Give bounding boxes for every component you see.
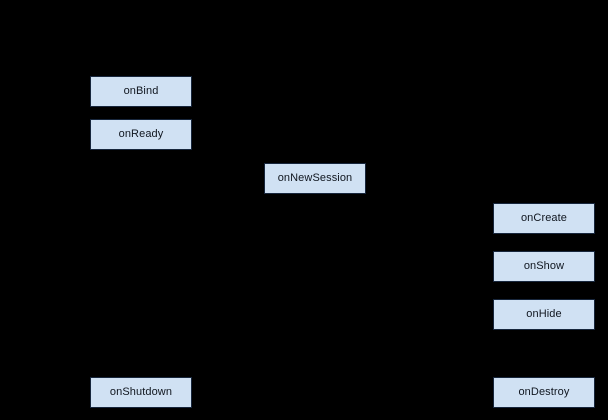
node-on-hide[interactable]: onHide (493, 299, 595, 330)
node-on-create[interactable]: onCreate (493, 203, 595, 234)
node-label-on-show: onShow (523, 260, 565, 272)
node-on-ready[interactable]: onReady (90, 119, 192, 150)
node-label-on-bind: onBind (123, 85, 159, 97)
node-on-bind[interactable]: onBind (90, 76, 192, 107)
node-on-show[interactable]: onShow (493, 251, 595, 282)
node-label-on-new-session: onNewSession (277, 172, 353, 184)
node-label-on-ready: onReady (118, 128, 164, 140)
node-label-on-shutdown: onShutdown (109, 386, 173, 398)
node-label-on-create: onCreate (520, 212, 568, 224)
node-label-on-hide: onHide (526, 308, 562, 320)
node-on-new-session[interactable]: onNewSession (264, 163, 366, 194)
node-label-on-destroy: onDestroy (518, 386, 570, 398)
node-on-destroy[interactable]: onDestroy (493, 377, 595, 408)
node-on-shutdown[interactable]: onShutdown (90, 377, 192, 408)
